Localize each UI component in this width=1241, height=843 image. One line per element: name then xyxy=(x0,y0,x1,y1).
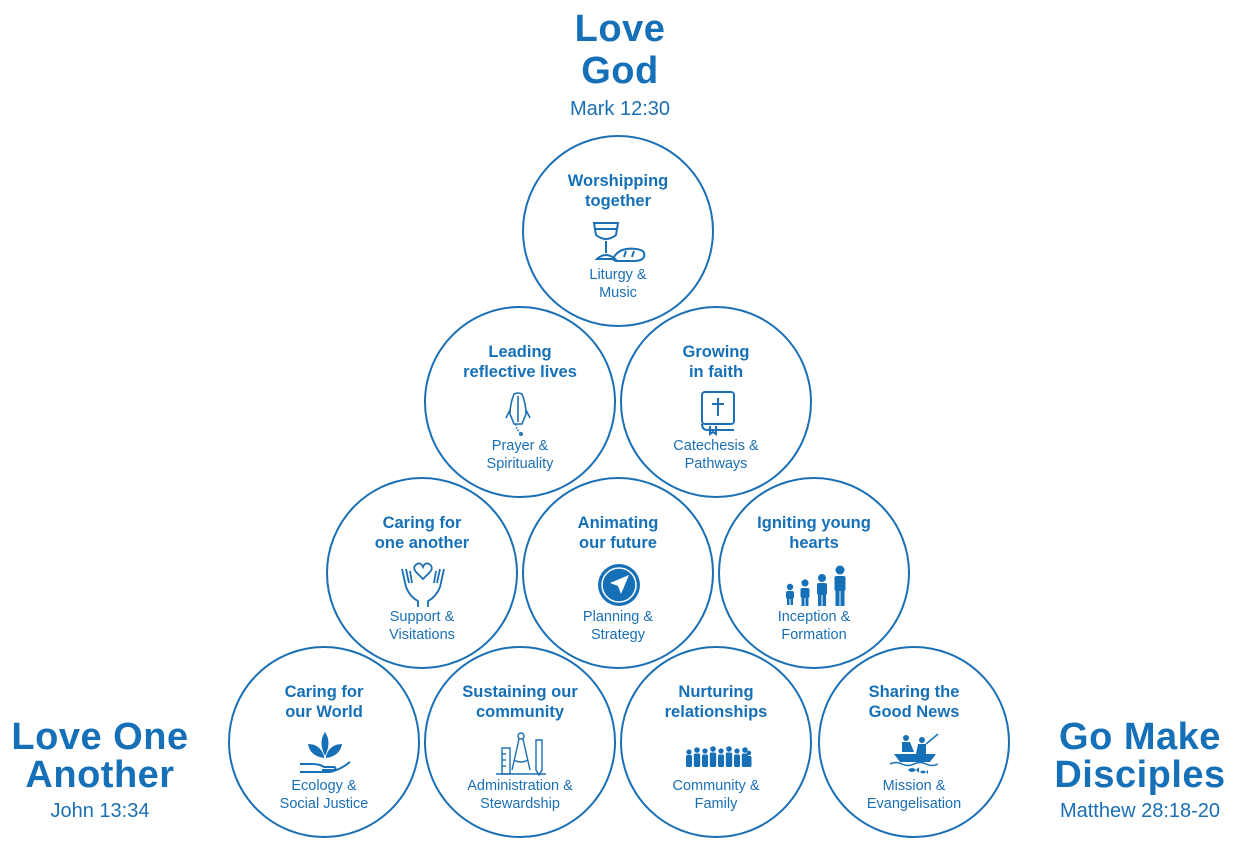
circle-title-line2: community xyxy=(475,703,564,721)
praying-hands-icon xyxy=(505,392,531,436)
circle-title: Caring for our World xyxy=(240,682,408,722)
compass-arrow-icon xyxy=(598,564,640,606)
circle-subtitle: Ecology & Social Justice xyxy=(238,777,410,813)
circle-subtitle: Mission & Evangelisation xyxy=(828,777,1000,813)
circle-title-line1: Worshipping xyxy=(567,172,669,190)
circle-title-line1: Sharing the xyxy=(868,683,960,701)
circle-nurturing-relationships: Nurturing relationships Community & Fami… xyxy=(620,646,812,838)
circle-sustaining-our-community: Sustaining our community Administration … xyxy=(424,646,616,838)
circle-title: Animating our future xyxy=(534,513,702,553)
crowd-icon xyxy=(686,746,752,767)
circle-subtitle: Planning & Strategy xyxy=(532,608,704,644)
circle-subtitle-line2: Strategy xyxy=(591,627,645,643)
circle-subtitle-line2: Formation xyxy=(781,627,847,643)
circle-title-line2: one another xyxy=(374,534,470,552)
circle-subtitle-line1: Support & xyxy=(389,609,455,625)
circle-subtitle-line2: Social Justice xyxy=(279,796,369,812)
circle-title-line2: reflective lives xyxy=(463,363,577,381)
circle-title-line2: in faith xyxy=(688,363,744,381)
circle-subtitle-line2: Music xyxy=(599,285,637,301)
circle-sharing-the-good-news: Sharing the Good News Mission & Evangeli… xyxy=(818,646,1010,838)
heading-line2: Another xyxy=(25,754,175,796)
circle-subtitle: Catechesis & Pathways xyxy=(630,437,802,473)
hand-plant-icon xyxy=(300,732,351,773)
circle-title: Caring for one another xyxy=(338,513,506,553)
circle-title: Worshipping together xyxy=(534,171,702,211)
circle-growing-in-faith: Growing in faith Catechesis & Pathways xyxy=(620,306,812,498)
circle-subtitle-line1: Administration & xyxy=(467,778,573,794)
circle-subtitle-line1: Prayer & xyxy=(491,438,549,454)
circle-title-line1: Sustaining our xyxy=(462,683,578,701)
go-make-disciples-heading: Go Make Disciples Matthew 28:18-20 xyxy=(1040,718,1240,823)
circle-leading-reflective-lives: Leading reflective lives Prayer & Spirit… xyxy=(424,306,616,498)
scripture-reference: Mark 12:30 xyxy=(569,98,671,120)
bible-icon xyxy=(701,391,735,436)
circle-subtitle-line1: Liturgy & xyxy=(589,267,647,283)
scripture-reference: Matthew 28:18-20 xyxy=(1059,800,1221,822)
circle-title-line1: Caring for xyxy=(382,514,462,532)
circle-subtitle: Liturgy & Music xyxy=(532,266,704,302)
heading-line1: Go Make xyxy=(1059,716,1221,758)
heading-line1: Love xyxy=(574,8,666,50)
circle-igniting-young-hearts: Igniting young hearts Inception & Format… xyxy=(718,477,910,669)
circle-subtitle: Prayer & Spirituality xyxy=(434,437,606,473)
circle-subtitle: Administration & Stewardship xyxy=(434,777,606,813)
circle-subtitle-line1: Ecology & xyxy=(291,778,357,794)
circle-title-line2: hearts xyxy=(789,534,839,552)
circle-worshipping-together: Worshipping together Liturgy & Music xyxy=(522,135,714,327)
circle-subtitle-line2: Family xyxy=(694,796,738,812)
circle-subtitle-line2: Pathways xyxy=(684,456,748,472)
circle-caring-for-our-world: Caring for our World Ecology & Social Ju… xyxy=(228,646,420,838)
circle-subtitle-line2: Evangelisation xyxy=(866,796,962,812)
circle-title-line2: our World xyxy=(285,703,363,721)
circle-title-line2: together xyxy=(585,192,651,210)
circle-subtitle-line1: Community & xyxy=(672,778,760,794)
heading-line1: Love One xyxy=(11,716,189,758)
circle-title: Leading reflective lives xyxy=(436,342,604,382)
circle-title-line1: Igniting young xyxy=(757,514,871,532)
circle-title-line1: Caring for xyxy=(284,683,364,701)
fishing-boat-icon xyxy=(889,733,939,774)
circle-subtitle: Inception & Formation xyxy=(728,608,900,644)
circle-title: Sustaining our community xyxy=(436,682,604,722)
circle-title: Nurturing relationships xyxy=(632,682,800,722)
scripture-reference: John 13:34 xyxy=(50,800,150,822)
circle-subtitle-line1: Mission & xyxy=(882,778,946,794)
children-growing-icon xyxy=(786,565,846,606)
love-one-another-heading: Love One Another John 13:34 xyxy=(0,718,200,823)
circle-subtitle-line1: Catechesis & xyxy=(673,438,759,454)
circle-title-line1: Growing xyxy=(682,343,750,361)
hands-heart-icon xyxy=(401,562,445,607)
circle-subtitle-line2: Spirituality xyxy=(486,456,554,472)
circle-title-line2: Good News xyxy=(868,703,960,721)
circle-title-line1: Nurturing xyxy=(678,683,754,701)
drafting-tools-icon xyxy=(496,732,546,776)
circle-animating-our-future: Animating our future Planning & Strategy xyxy=(522,477,714,669)
circle-subtitle-line1: Inception & xyxy=(777,609,851,625)
love-god-heading: Love God Mark 12:30 xyxy=(520,8,720,121)
circle-title: Igniting young hearts xyxy=(730,513,898,553)
circle-subtitle-line2: Visitations xyxy=(389,627,455,643)
circle-subtitle-line2: Stewardship xyxy=(480,796,560,812)
circle-title-line2: our future xyxy=(579,534,657,552)
circle-title: Growing in faith xyxy=(632,342,800,382)
circle-title-line1: Animating xyxy=(577,514,659,532)
circle-subtitle: Support & Visitations xyxy=(336,608,508,644)
circle-subtitle-line1: Planning & xyxy=(582,609,654,625)
chalice-bread-icon xyxy=(592,222,646,262)
heading-line2: Disciples xyxy=(1054,754,1226,796)
circle-subtitle: Community & Family xyxy=(630,777,802,813)
circle-title: Sharing the Good News xyxy=(830,682,998,722)
circle-title-line1: Leading xyxy=(488,343,552,361)
circle-caring-for-one-another: Caring for one another Support & Visitat… xyxy=(326,477,518,669)
circle-title-line2: relationships xyxy=(664,703,768,721)
heading-line2: God xyxy=(581,50,659,92)
